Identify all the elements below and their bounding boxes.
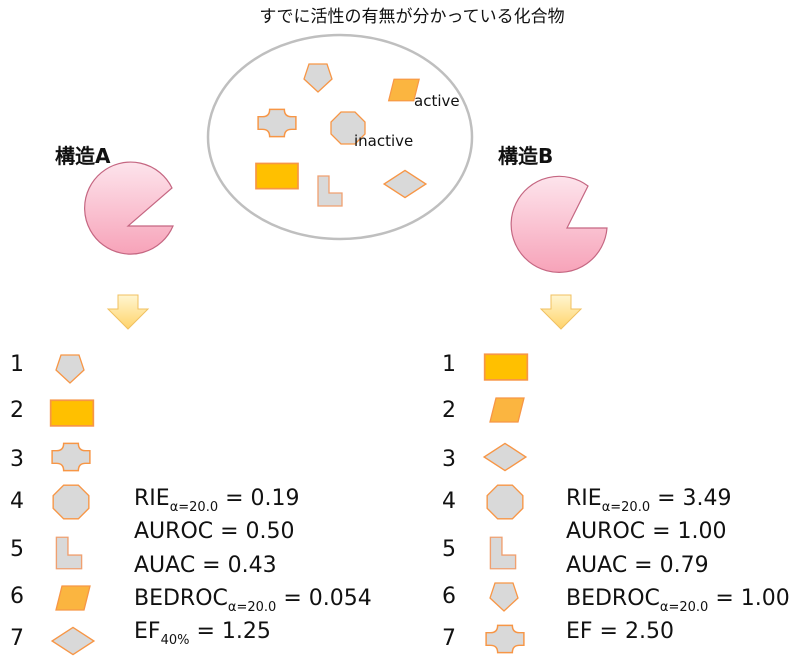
pool-diamond-icon: [383, 169, 427, 199]
structure-b-pacman-icon: [510, 175, 608, 273]
pool-rectangle-icon: [255, 162, 299, 190]
structure-b-title: 構造B: [498, 144, 554, 168]
rank-b-3-diamond-icon: [483, 442, 527, 472]
metric-ef: EF = 2.50: [566, 619, 674, 644]
rank-number: 1: [442, 352, 456, 377]
rank-number: 3: [10, 447, 24, 472]
structure-a-title: 構造A: [55, 144, 111, 168]
rank-a-5-l-shape-icon: [55, 536, 83, 570]
rank-a-6-parallelogram-icon: [55, 585, 91, 611]
rank-number: 4: [442, 489, 456, 514]
metric-bedroc: BEDROCα=20.0 = 1.00: [566, 586, 790, 615]
rank-a-3-rounded-cross-icon: [51, 442, 91, 472]
rank-number: 2: [10, 398, 24, 423]
pool-pentagon-icon: [303, 63, 333, 93]
metric-bedroc: BEDROCα=20.0 = 0.054: [134, 586, 372, 615]
rank-a-4-octagon-icon: [52, 484, 90, 520]
structure-b-down-arrow-icon: [539, 294, 583, 330]
pool-rounded-cross-icon: [257, 108, 297, 138]
rank-number: 6: [442, 584, 456, 609]
rank-number: 2: [442, 398, 456, 423]
metric-rie: RIEα=20.0 = 0.19: [134, 486, 300, 515]
rank-a-7-diamond-icon: [51, 626, 95, 656]
metric-auac: AUAC = 0.43: [134, 553, 277, 578]
metric-ef: EF40% = 1.25: [134, 619, 271, 648]
structure-a-down-arrow-icon: [106, 294, 150, 330]
rank-b-7-rounded-cross-icon: [485, 624, 525, 654]
rank-number: 3: [442, 447, 456, 472]
rank-number: 6: [10, 584, 24, 609]
structure-a-pacman-icon: [84, 161, 174, 255]
metric-auroc: AUROC = 1.00: [566, 519, 727, 544]
rank-number: 1: [10, 352, 24, 377]
rank-number: 5: [10, 537, 24, 562]
inactive-label: inactive: [354, 132, 414, 150]
rank-number: 7: [10, 626, 24, 651]
rank-b-6-pentagon-icon: [489, 582, 519, 612]
rank-a-1-pentagon-icon: [55, 354, 85, 384]
diagram-title: すでに活性の有無が分かっている化合物: [259, 7, 565, 27]
metric-auroc: AUROC = 0.50: [134, 519, 295, 544]
metric-auac: AUAC = 0.79: [566, 553, 709, 578]
active-label: active: [414, 92, 460, 110]
rank-b-1-rectangle-icon: [483, 353, 529, 381]
metric-rie: RIEα=20.0 = 3.49: [566, 486, 732, 515]
rank-number: 5: [442, 537, 456, 562]
rank-a-2-rectangle-icon: [49, 399, 95, 427]
rank-b-5-l-shape-icon: [489, 536, 517, 570]
pool-l-shape-icon: [317, 175, 343, 207]
compound-pool-ellipse: [206, 33, 474, 241]
rank-number: 4: [10, 489, 24, 514]
rank-b-4-octagon-icon: [486, 484, 524, 520]
rank-b-2-parallelogram-icon: [489, 397, 525, 423]
rank-number: 7: [442, 626, 456, 651]
